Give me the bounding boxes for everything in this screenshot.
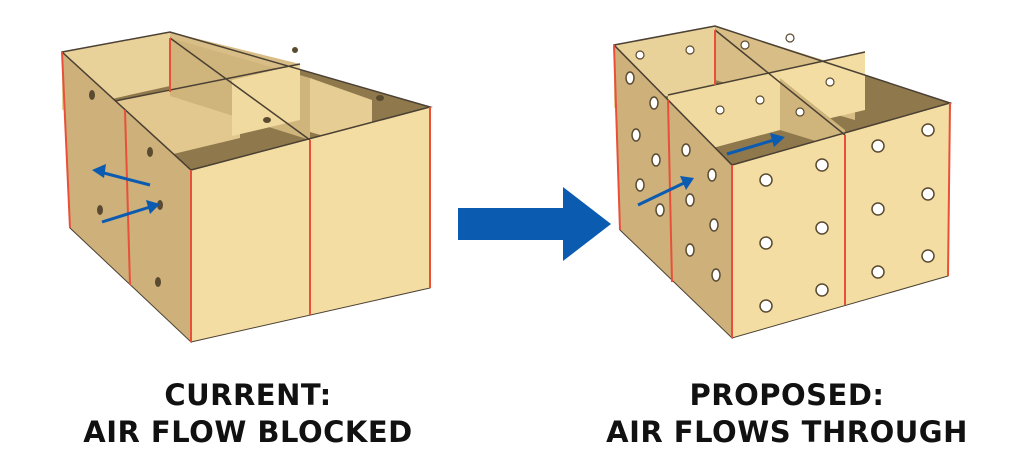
- proposed-hole: [815, 158, 829, 172]
- proposed-caption: PROPOSED: AIR FLOWS THROUGH: [587, 377, 987, 451]
- proposed-hole: [631, 128, 641, 142]
- proposed-hole: [685, 193, 695, 207]
- right-arrow-icon: [458, 187, 611, 261]
- current-partition-panel: [232, 64, 300, 136]
- current-hole: [89, 90, 95, 100]
- proposed-hole: [635, 50, 645, 60]
- proposed-interior-holes: [635, 33, 835, 117]
- proposed-hole: [755, 95, 765, 105]
- current-box: [61, 31, 433, 344]
- current-hole: [97, 205, 103, 215]
- proposed-hole: [815, 283, 829, 297]
- proposed-hole: [655, 203, 665, 217]
- current-hole: [147, 147, 153, 157]
- proposed-hole: [681, 143, 691, 157]
- proposed-hole: [921, 123, 935, 137]
- proposed-hole: [685, 45, 695, 55]
- current-red-edge-1: [61, 51, 71, 229]
- proposed-hole: [815, 221, 829, 235]
- proposed-hole: [649, 96, 659, 110]
- proposed-hole: [685, 243, 695, 257]
- proposed-hole: [921, 249, 935, 263]
- proposed-hole: [785, 33, 795, 43]
- current-caption-line1: CURRENT:: [164, 378, 332, 412]
- proposed-caption-line1: PROPOSED:: [689, 378, 885, 412]
- proposed-hole: [921, 187, 935, 201]
- proposed-front-holes: [759, 123, 935, 313]
- proposed-rim-mid2: [714, 29, 846, 136]
- current-airflow-arrow-in: [101, 200, 160, 224]
- proposed-box: [613, 25, 953, 340]
- current-rim-mid2: [169, 37, 311, 141]
- proposed-rim-mid1: [667, 51, 866, 96]
- proposed-red-edge-1: [613, 44, 621, 231]
- proposed-hole: [759, 173, 773, 187]
- proposed-hole: [795, 107, 805, 117]
- current-hole: [376, 95, 384, 101]
- proposed-caption-line2: AIR FLOWS THROUGH: [606, 415, 968, 449]
- proposed-hole: [871, 202, 885, 216]
- proposed-red-edge-5: [947, 102, 951, 277]
- proposed-hole: [707, 168, 717, 182]
- current-hole: [157, 200, 163, 210]
- current-hole: [292, 47, 298, 53]
- proposed-hole: [740, 40, 750, 50]
- proposed-hole: [709, 218, 719, 232]
- proposed-side-holes: [625, 71, 721, 282]
- proposed-hole: [651, 153, 661, 167]
- proposed-hole: [635, 178, 645, 192]
- proposed-hole: [825, 77, 835, 87]
- current-caption-line2: AIR FLOW BLOCKED: [83, 415, 413, 449]
- proposed-hole: [759, 236, 773, 250]
- current-caption: CURRENT: AIR FLOW BLOCKED: [48, 377, 448, 451]
- current-airflow-arrow-out: [92, 164, 151, 187]
- proposed-hole: [711, 268, 721, 282]
- proposed-hole: [759, 299, 773, 313]
- proposed-airflow-arrow-1: [637, 176, 694, 207]
- current-hole: [263, 117, 271, 123]
- proposed-hole: [871, 139, 885, 153]
- proposed-hole: [715, 105, 725, 115]
- proposed-airflow-arrow-2: [726, 133, 785, 156]
- proposed-hole: [871, 265, 885, 279]
- current-red-edge-2: [124, 109, 131, 286]
- current-hole: [155, 277, 161, 287]
- proposed-hole: [625, 71, 635, 85]
- current-rim-mid1: [114, 63, 301, 102]
